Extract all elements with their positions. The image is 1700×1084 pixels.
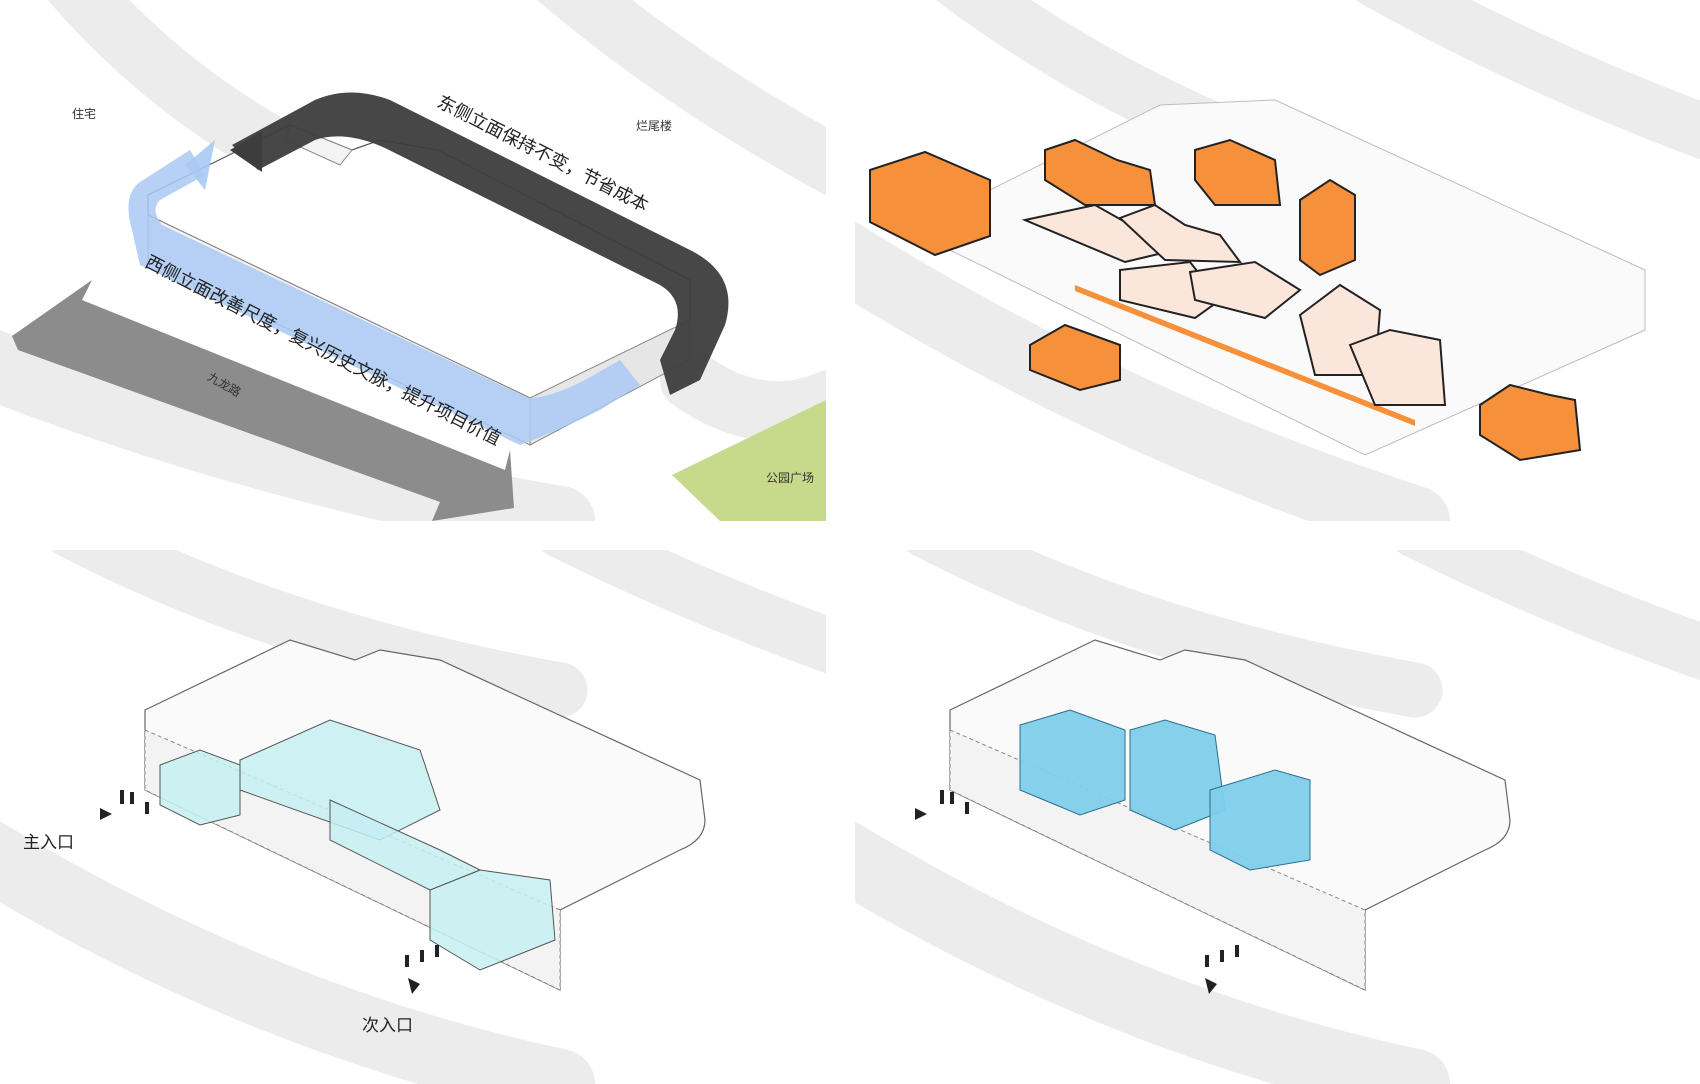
secondary-entrance-label: 次入口 [362,1016,413,1036]
panel-blue-volumes [855,550,1700,1084]
east-facade-arrow [232,92,729,395]
secondary-entrance-arrow [408,978,420,994]
panel-main-entrance-volume: 主入口 次入口 [0,550,826,1084]
road-direction-arrow [12,280,514,521]
cyan-volume [159,719,556,971]
panel2-drawing [855,0,1700,521]
people-figures [120,790,439,967]
people-figures [940,790,1239,967]
east-arrow-head [230,132,262,172]
light-orange-volumes [1021,203,1447,406]
panel-facade-strategy: 住宅 烂尾楼 九龙路 公园广场 东侧立面保持不变，节省成本 西侧立面改善尺度，复… [0,0,826,521]
road-network [855,550,1700,1084]
panel1-drawing [0,0,826,521]
orange-facade-band [1075,285,1415,426]
orange-volumes [869,138,1582,462]
panel3-drawing [0,550,826,1084]
west-arrow-head [185,140,215,190]
secondary-entrance-arrow [1205,978,1217,994]
road-network [0,550,826,1084]
blue-volumes [1019,709,1311,871]
main-entrance-arrow [100,808,112,820]
main-entrance-label: 主入口 [23,833,74,853]
west-facade-arrow [128,150,640,445]
panel-exploded-volumes [855,0,1700,521]
panel4-drawing [855,550,1700,1084]
park-label: 公园广场 [766,471,815,485]
unfinished-building-label: 烂尾楼 [636,119,673,133]
main-entrance-arrow [915,808,927,820]
residential-label: 住宅 [72,107,97,121]
park-area [672,400,826,521]
